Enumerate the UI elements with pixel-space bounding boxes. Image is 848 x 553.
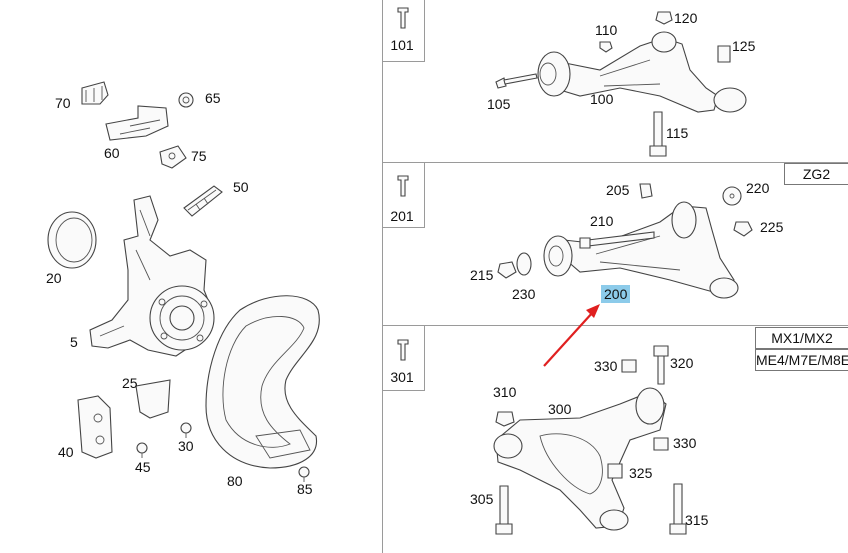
section-divider-2	[382, 325, 848, 326]
label-45: 45	[135, 459, 151, 475]
part-60-bracket[interactable]	[105, 105, 169, 141]
part-65-nut[interactable]	[178, 92, 194, 108]
label-85: 85	[297, 481, 313, 497]
part-45-screw[interactable]	[136, 442, 148, 458]
label-5: 5	[70, 334, 78, 350]
label-210: 210	[590, 213, 614, 229]
part-105-bolt[interactable]	[495, 73, 538, 89]
part-330-nut-top[interactable]	[621, 359, 637, 373]
part-101-bolt-icon	[397, 7, 409, 29]
label-60: 60	[104, 145, 120, 161]
label-225: 225	[760, 219, 784, 235]
label-40: 40	[58, 444, 74, 460]
part-115-bolt[interactable]	[649, 111, 667, 157]
label-320: 320	[670, 355, 694, 371]
box-label-101: 101	[390, 37, 414, 53]
part-305-bolt[interactable]	[495, 485, 513, 535]
box-divider-201	[424, 162, 425, 227]
part-201-bolt-icon	[397, 175, 409, 197]
pointer-arrow	[543, 304, 600, 367]
part-215-nut[interactable]	[497, 261, 517, 279]
box-bottom-101	[382, 61, 425, 62]
part-100-control-arm[interactable]	[537, 31, 747, 113]
label-125: 125	[732, 38, 756, 54]
section-divider-1	[382, 162, 848, 163]
part-20-ring[interactable]	[47, 211, 97, 269]
variant-tag-mx: MX1/MX2	[755, 327, 848, 349]
box-bottom-201	[382, 227, 425, 228]
vertical-divider	[382, 0, 383, 553]
part-230-washer[interactable]	[516, 252, 532, 276]
part-220-washer[interactable]	[722, 186, 742, 206]
part-315-bolt[interactable]	[669, 483, 687, 535]
label-205: 205	[606, 182, 630, 198]
label-65: 65	[205, 90, 221, 106]
part-205-bushing[interactable]	[639, 183, 653, 199]
label-105: 105	[487, 96, 511, 112]
box-divider-301	[424, 325, 425, 390]
label-310: 310	[493, 384, 517, 400]
variant-tag-me: ME4/M7E/M8E	[755, 349, 848, 371]
box-label-201: 201	[390, 208, 414, 224]
label-330-bottom: 330	[673, 435, 697, 451]
label-305: 305	[470, 491, 494, 507]
label-325: 325	[629, 465, 653, 481]
part-225-nut[interactable]	[733, 221, 753, 237]
label-30: 30	[178, 438, 194, 454]
label-50: 50	[233, 179, 249, 195]
label-80: 80	[227, 473, 243, 489]
part-110-nut[interactable]	[599, 41, 613, 53]
part-301-bolt-icon	[397, 339, 409, 361]
label-120: 120	[674, 10, 698, 26]
part-80-brake-shield[interactable]	[205, 295, 320, 469]
part-310-nut[interactable]	[495, 411, 515, 427]
label-100: 100	[590, 91, 614, 107]
box-divider-101	[424, 0, 425, 61]
part-200-control-arm[interactable]	[543, 201, 739, 299]
part-25-small-shield[interactable]	[135, 379, 171, 419]
label-75: 75	[191, 148, 207, 164]
part-120-nut[interactable]	[655, 11, 673, 25]
label-330-top: 330	[594, 358, 618, 374]
label-315: 315	[685, 512, 709, 528]
part-330-nut-bottom[interactable]	[653, 437, 669, 451]
part-50-sensor[interactable]	[183, 185, 223, 217]
label-115: 115	[666, 125, 689, 141]
label-215: 215	[470, 267, 494, 283]
variant-tag-zg2: ZG2	[784, 163, 848, 185]
part-320-bolt[interactable]	[653, 345, 669, 385]
part-210-bolt[interactable]	[579, 231, 655, 249]
part-75-sensor[interactable]	[159, 145, 187, 169]
part-85-screw[interactable]	[298, 466, 310, 482]
part-125-cap[interactable]	[717, 45, 731, 63]
label-230: 230	[512, 286, 536, 302]
label-25: 25	[122, 375, 138, 391]
box-bottom-301	[382, 390, 425, 391]
highlighted-part-200[interactable]: 200	[601, 285, 631, 303]
part-300-control-arm[interactable]	[493, 387, 667, 531]
label-110: 110	[595, 22, 618, 38]
part-325-cap[interactable]	[607, 463, 623, 479]
part-40-bracket[interactable]	[77, 395, 113, 459]
label-220: 220	[746, 180, 770, 196]
label-70: 70	[55, 95, 71, 111]
label-300: 300	[548, 401, 572, 417]
part-70-clip[interactable]	[81, 81, 109, 105]
part-5-steering-knuckle[interactable]	[89, 195, 215, 357]
label-20: 20	[46, 270, 62, 286]
box-label-301: 301	[390, 369, 414, 385]
part-30-screw[interactable]	[180, 422, 192, 438]
